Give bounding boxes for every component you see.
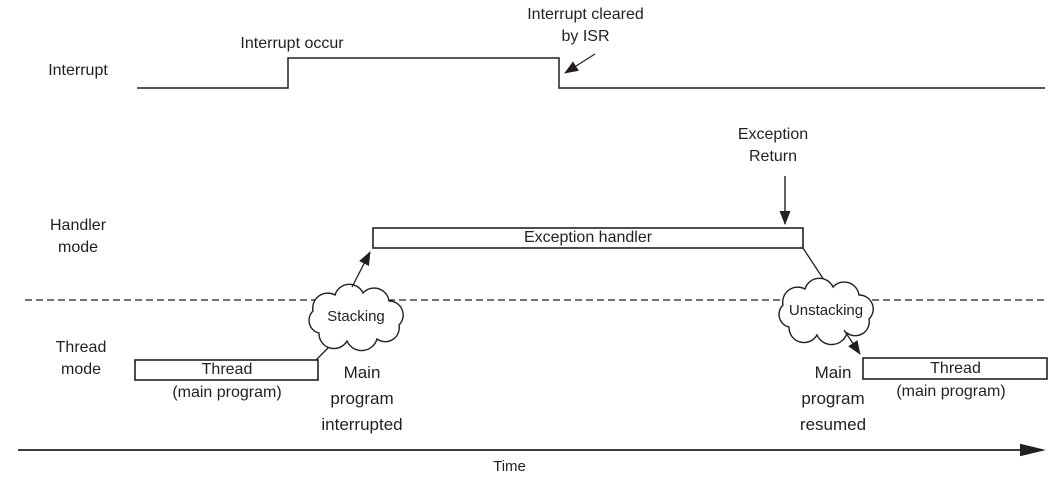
interrupt-row-label: Interrupt [48, 62, 108, 79]
stacking-cloud-shape [308, 283, 404, 352]
unstacking-cloud-label: Unstacking [788, 302, 864, 319]
thread-right-label: Thread [930, 359, 981, 377]
interrupt-cleared-label: Interrupt cleared by ISR [527, 6, 644, 45]
exception-handler-label: Exception handler [523, 229, 653, 246]
unstacking-cloud-shape [778, 277, 874, 346]
exception-return-label: Exception Return [737, 126, 809, 165]
interrupt-cleared-arrow [564, 53, 596, 74]
main-program-interrupted-label: Main program interrupted [321, 363, 403, 434]
interrupt-occur-label: Interrupt occur [240, 35, 344, 52]
thread-right-subtitle: (main program) [896, 383, 1006, 400]
time-axis-label: Time [493, 458, 526, 475]
time-axis-arrowhead [1020, 443, 1046, 457]
exception-handler-box [372, 227, 804, 249]
main-program-resumed-label: Main program resumed [799, 363, 867, 434]
handler-mode-label: Handler mode [49, 217, 107, 256]
thread-left-label: Thread [201, 361, 253, 378]
unstacking-to-thread-arrow [843, 329, 861, 355]
interrupt-waveform [137, 57, 1045, 89]
thread-box-left [134, 359, 319, 381]
thread-box-right [862, 357, 1048, 380]
thread-left-subtitle: (main program) [172, 384, 282, 401]
stacking-cloud-label: Stacking [327, 308, 385, 325]
thread-mode-label: Thread mode [55, 339, 107, 378]
stacking-to-handler-arrow [351, 251, 371, 288]
handler-to-unstacking-connector [802, 247, 825, 281]
